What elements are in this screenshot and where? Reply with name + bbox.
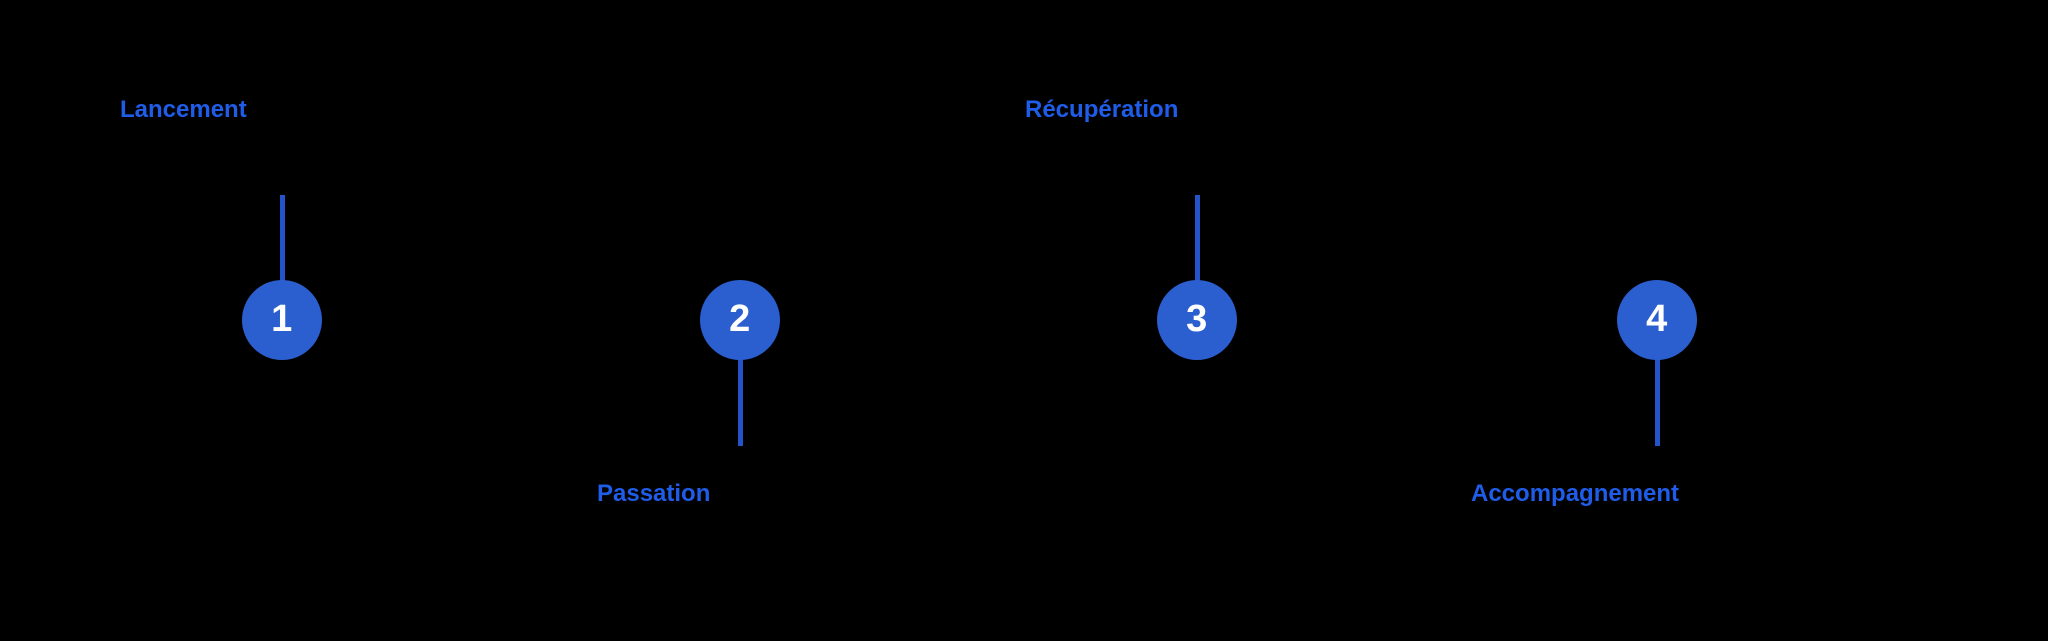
node-number-1: 1 (271, 298, 293, 340)
node-label-1: Lancement (120, 96, 247, 123)
node-circle-1[interactable]: 1 (242, 280, 322, 360)
node-label-3: Récupération (1025, 96, 1179, 123)
node-circle-4[interactable]: 4 (1617, 280, 1697, 360)
node-circle-2[interactable]: 2 (700, 280, 780, 360)
node-number-4: 4 (1646, 298, 1668, 340)
connector-line-up-1 (279, 195, 285, 285)
connector-line-down-2 (737, 356, 743, 446)
node-label-4: Accompagnement (1471, 480, 1680, 507)
node-label-2: Passation (597, 480, 711, 507)
connector-line-up-3 (1194, 195, 1200, 285)
node-circle-3[interactable]: 3 (1157, 280, 1237, 360)
connector-line-down-4 (1654, 356, 1660, 446)
node-number-3: 3 (1186, 298, 1208, 340)
node-number-2: 2 (729, 298, 751, 340)
